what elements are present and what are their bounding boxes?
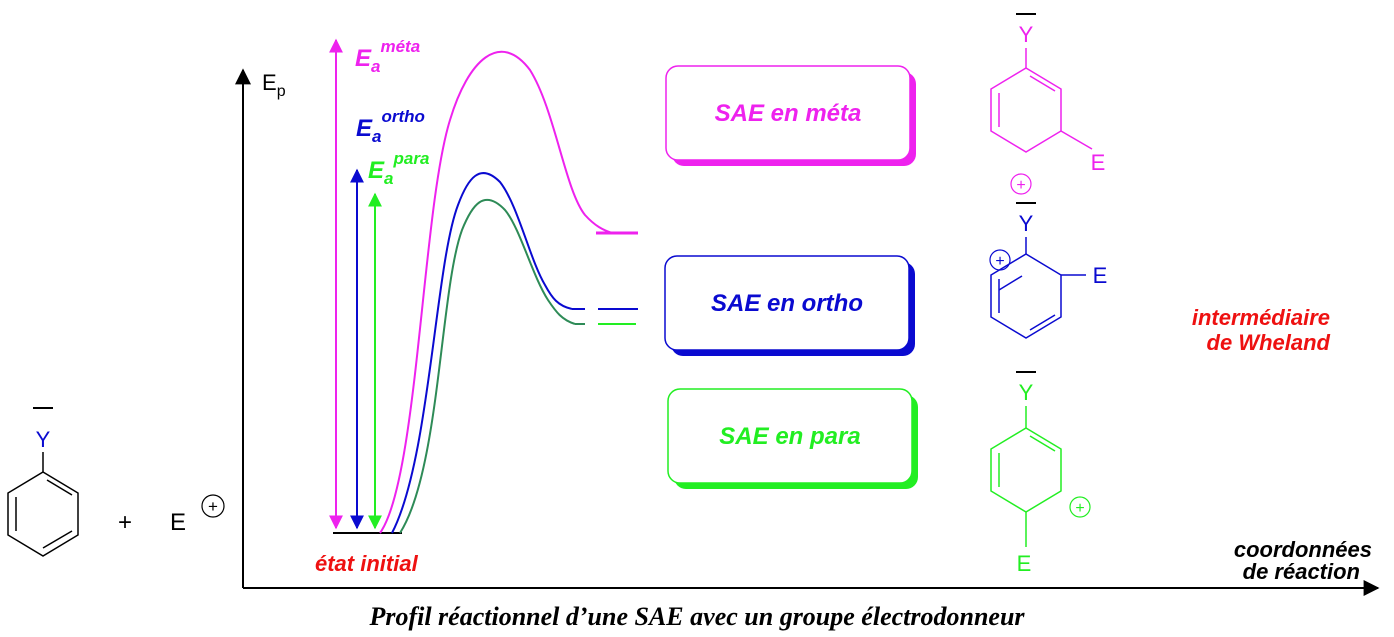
- ortho-box: SAE en ortho: [664, 255, 915, 356]
- electrophile-charge-icon: +: [201, 494, 225, 518]
- meta-profile-curve: [379, 50, 613, 534]
- ortho-profile-curve: [391, 172, 573, 534]
- figure-caption: Profil réactionnel d’une SAE avec un gro…: [368, 602, 1025, 631]
- svg-text:E: E: [1091, 150, 1106, 175]
- svg-text:+: +: [1075, 500, 1084, 517]
- meta-intermediate-structure: Y E +: [990, 13, 1106, 195]
- meta-charge-icon: [1010, 173, 1032, 195]
- para-energy-label: Eapara: [368, 149, 429, 188]
- para-profile-curve: [399, 198, 576, 534]
- initial-state-label: état initial: [315, 551, 419, 576]
- y-axis-label: Ep: [262, 70, 286, 100]
- svg-text:Y: Y: [1019, 380, 1034, 405]
- svg-text:+: +: [995, 253, 1004, 270]
- meta-box-label: SAE en méta: [715, 100, 862, 127]
- meta-energy-label: Eaméta: [355, 37, 420, 76]
- svg-text:E: E: [1093, 263, 1108, 288]
- wheland-label-line2: de Wheland: [1207, 330, 1331, 355]
- para-box-label: SAE en para: [719, 423, 860, 450]
- ortho-intermediate-structure: Y + E: [989, 202, 1108, 339]
- ortho-box-label: SAE en ortho: [711, 290, 863, 317]
- para-intermediate-structure: Y + E: [990, 371, 1091, 576]
- x-axis-label-line1: coordonnées: [1234, 537, 1372, 562]
- svg-text:Y: Y: [1019, 211, 1034, 236]
- wheland-label-line1: intermédiaire: [1192, 305, 1330, 330]
- axes: Ep coordonnées de réaction: [235, 68, 1380, 596]
- plus-sign: +: [118, 509, 132, 536]
- electrophile: E: [170, 509, 186, 536]
- svg-text:Y: Y: [1019, 22, 1034, 47]
- para-charge-icon: [1069, 496, 1091, 518]
- x-axis-label-line2: de réaction: [1243, 559, 1360, 584]
- ortho-energy-label: Eaortho: [356, 107, 425, 146]
- svg-text:E: E: [1017, 551, 1032, 576]
- reactant-substituent: Y: [36, 427, 51, 452]
- svg-text:+: +: [208, 497, 218, 516]
- svg-text:+: +: [1016, 177, 1025, 194]
- reactant-benzene: Y: [7, 407, 79, 557]
- para-box: SAE en para: [667, 388, 918, 489]
- meta-box: SAE en méta: [665, 65, 916, 166]
